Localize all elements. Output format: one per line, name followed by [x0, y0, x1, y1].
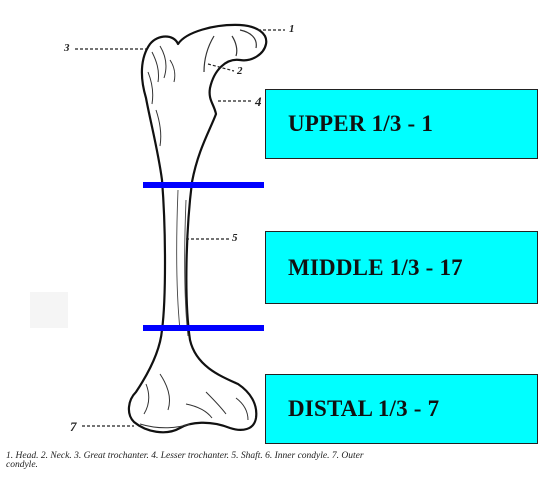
- label-lesser-trochanter: 4: [255, 94, 262, 110]
- femur-outline: [129, 25, 266, 432]
- distal-third-box: DISTAL 1/3 - 7: [265, 374, 538, 444]
- upper-middle-divider: [143, 182, 264, 188]
- upper-third-box: UPPER 1/3 - 1: [265, 89, 538, 159]
- label-outer-condyle: 7: [70, 419, 77, 435]
- label-shaft: 5: [232, 232, 238, 244]
- label-great-trochanter: 3: [64, 42, 70, 54]
- label-neck: 2: [237, 65, 243, 77]
- middle-distal-divider: [143, 325, 264, 331]
- figure-caption: 1. Head. 2. Neck. 3. Great trochanter. 4…: [6, 452, 386, 470]
- middle-third-box: MIDDLE 1/3 - 17: [265, 231, 538, 304]
- label-head: 1: [289, 23, 295, 35]
